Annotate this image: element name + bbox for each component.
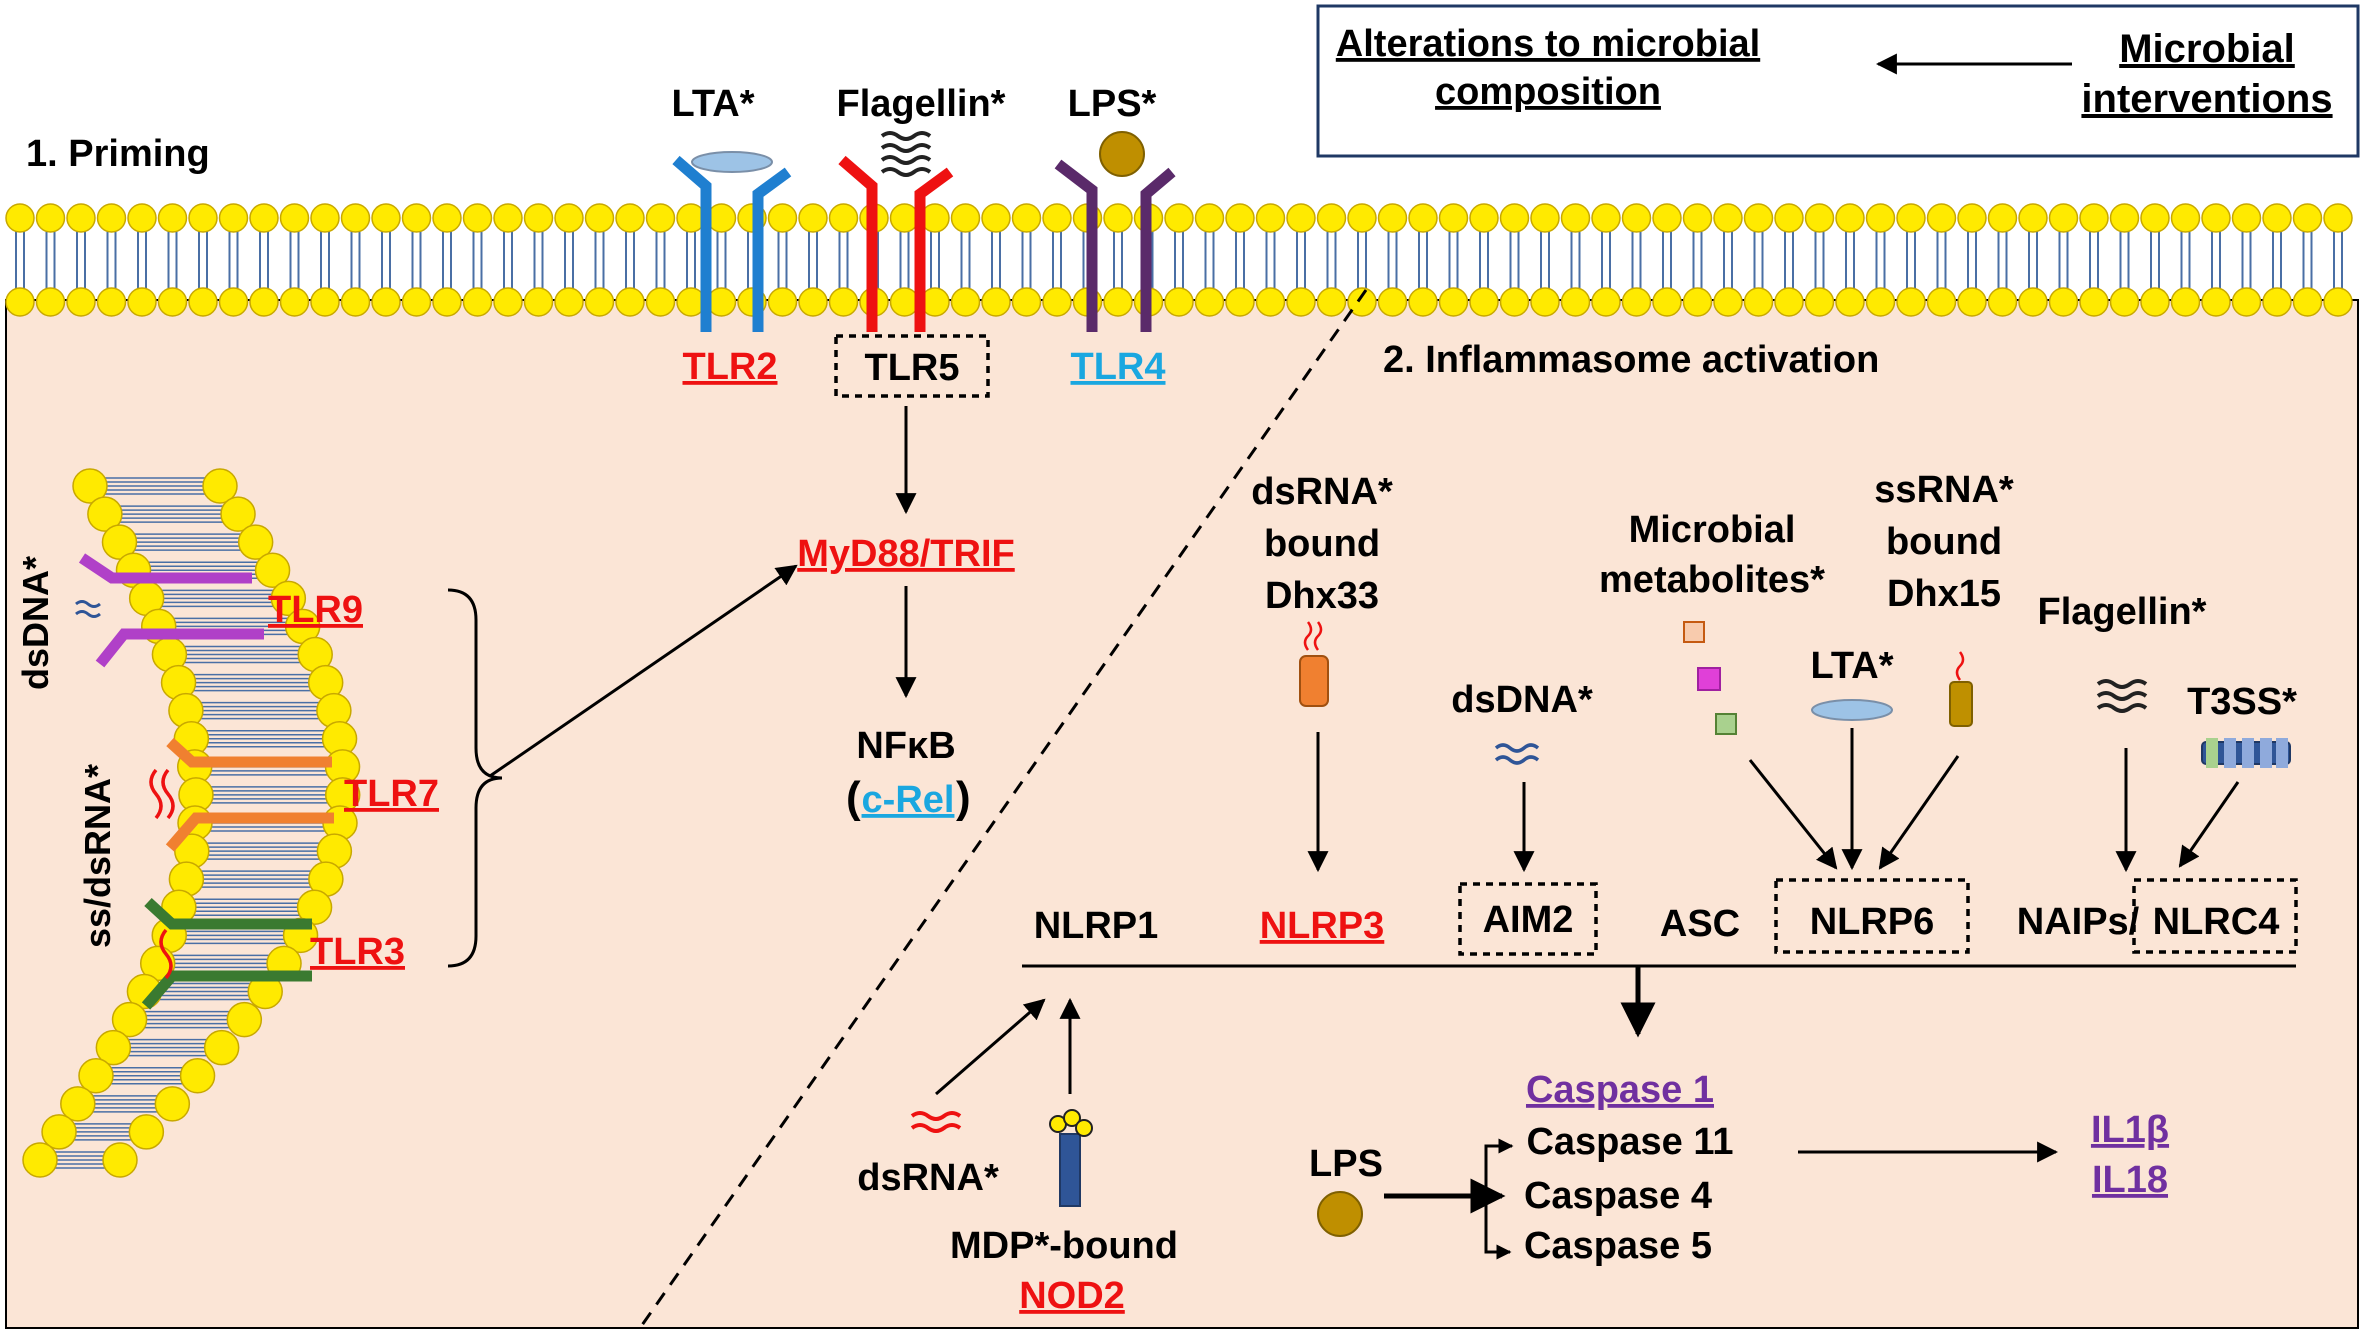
mdp-bound-label: MDP*-bound: [950, 1225, 1178, 1267]
endosomal-tlr7-rna-icon: [149, 768, 175, 820]
caspase11-label: Caspase 11: [1526, 1121, 1733, 1163]
metabolites-line2: metabolites*: [1599, 559, 1825, 601]
tlr5-receptor-icon: [838, 155, 954, 332]
metabolites-line1: Microbial: [1629, 509, 1796, 551]
t3ss-to-nlrc4-arrow: [2178, 781, 2240, 868]
caspase1-label: Caspase 1: [1526, 1069, 1714, 1111]
tlr5-label: TLR5: [865, 347, 960, 389]
priming-label: 1. Priming: [26, 133, 210, 175]
metabolite-square-3-icon: [1715, 713, 1737, 735]
crel-open-paren: (: [846, 773, 861, 822]
alterations-line2: composition: [1435, 71, 1661, 113]
cytosolic-dsrna-label: dsRNA*: [857, 1157, 999, 1199]
interventions-line2: interventions: [2081, 77, 2332, 121]
tlr9-receptor-icon: [78, 553, 264, 668]
nlrp6-label: NLRP6: [1810, 901, 1935, 943]
dhx33-line1: dsRNA*: [1251, 471, 1393, 513]
endosomal-ssdsrna-label: ss/dsRNA*: [77, 764, 118, 948]
crel-close-paren: ): [956, 773, 971, 822]
aim2-dotted-box: [1458, 882, 1598, 956]
nfkb-label: NFκB: [856, 725, 955, 767]
endosomal-dsdna-label: dsDNA*: [15, 556, 56, 690]
myd88-trif-label: MyD88/TRIF: [797, 533, 1014, 575]
endosomal-tlr-bracket: [447, 588, 503, 968]
cytosolic-lps-label: LPS: [1309, 1143, 1383, 1185]
endosomal-dsdna-icon: [75, 600, 101, 618]
tlr2-receptor-icon: [672, 155, 792, 332]
caspase5-label: Caspase 5: [1524, 1225, 1712, 1267]
flagellin-ligand-label: Flagellin*: [837, 83, 1006, 125]
dsrna-to-nlrp1-arrow: [935, 998, 1046, 1096]
dhx15-line3: Dhx15: [1887, 573, 2001, 615]
microbial-alterations-box: [1316, 4, 2360, 158]
t3ss-label: T3SS*: [2187, 681, 2297, 723]
flagellin-molecule-icon: [880, 131, 932, 177]
lps-ligand-label: LPS*: [1068, 83, 1157, 125]
section-divider: [638, 289, 1368, 1329]
endosomal-tlr3-rna-icon: [159, 928, 173, 980]
metabolite-square-2-icon: [1697, 667, 1721, 691]
cell-cytoplasm: [5, 299, 2359, 1329]
interventions-line1: Microbial: [2119, 27, 2295, 71]
lta-ligand-label: LTA*: [671, 83, 754, 125]
nlrc4-dotted-box: [2132, 878, 2298, 954]
plasma-membrane: [5, 203, 2353, 317]
metabolite-square-1-icon: [1683, 621, 1705, 643]
crel-label: c-Rel: [862, 779, 955, 821]
alterations-line1: Alterations to microbial: [1336, 23, 1760, 65]
cytosolic-lps-icon: [1317, 1191, 1363, 1237]
metabolites-to-nlrp6-arrow: [1748, 759, 1838, 870]
nlrp6-dotted-box: [1774, 878, 1970, 954]
tlr4-label: TLR4: [1071, 346, 1166, 388]
naips-label: NAIPs/: [2017, 901, 2140, 943]
tlr4-receptor-icon: [1054, 159, 1176, 332]
flagellin-inflammasome-label: Flagellin*: [2038, 591, 2207, 633]
t3ss-apparatus-icon: [2201, 738, 2291, 768]
tlr9-label: TLR9: [268, 589, 363, 631]
dhx15-line2: bound: [1886, 521, 2002, 563]
dhx15-line1: ssRNA*: [1874, 469, 2014, 511]
nlrp1-label: NLRP1: [1034, 905, 1159, 947]
lta-inflammasome-label: LTA*: [1810, 645, 1893, 687]
dhx15-helicase-icon: [1949, 651, 1973, 727]
endosomal-to-myd88-arrow: [489, 564, 798, 778]
dhx33-line3: Dhx33: [1265, 575, 1379, 617]
tlr2-label: TLR2: [683, 346, 778, 388]
dhx15-to-nlrp6-arrow: [1878, 755, 1960, 870]
aim2-label: AIM2: [1483, 899, 1574, 941]
lps-molecule-icon: [1099, 131, 1145, 177]
cytosolic-dsrna-icon: [910, 1111, 962, 1133]
tlr5-dotted-box: [834, 334, 990, 398]
asc-label: ASC: [1660, 903, 1740, 945]
inflammasome-label: 2. Inflammasome activation: [1383, 339, 1879, 381]
nod2-label: NOD2: [1019, 1275, 1125, 1317]
dhx33-line2: bound: [1264, 523, 1380, 565]
tlr3-label: TLR3: [310, 931, 405, 973]
dsdna-ligand-icon: [1494, 743, 1540, 765]
endosomal-membrane: [22, 468, 361, 1178]
nlrp3-label: NLRP3: [1260, 905, 1385, 947]
tlr3-receptor-icon: [141, 897, 312, 1010]
tlr7-receptor-icon: [165, 737, 334, 852]
lta-inflammasome-icon: [1811, 699, 1893, 721]
dhx33-helicase-icon: [1299, 621, 1329, 707]
caspase4-label: Caspase 4: [1524, 1175, 1712, 1217]
il1b-label: IL1β: [2091, 1109, 2169, 1151]
dsdna-ligand-label: dsDNA*: [1451, 679, 1593, 721]
tlr7-label: TLR7: [344, 773, 439, 815]
il18-label: IL18: [2092, 1159, 2168, 1201]
nod2-receptor-icon: [1049, 1109, 1093, 1207]
nlrc4-label: NLRC4: [2153, 901, 2280, 943]
lta-molecule-icon: [691, 151, 773, 173]
flagellin-inflammasome-icon: [2096, 679, 2148, 713]
